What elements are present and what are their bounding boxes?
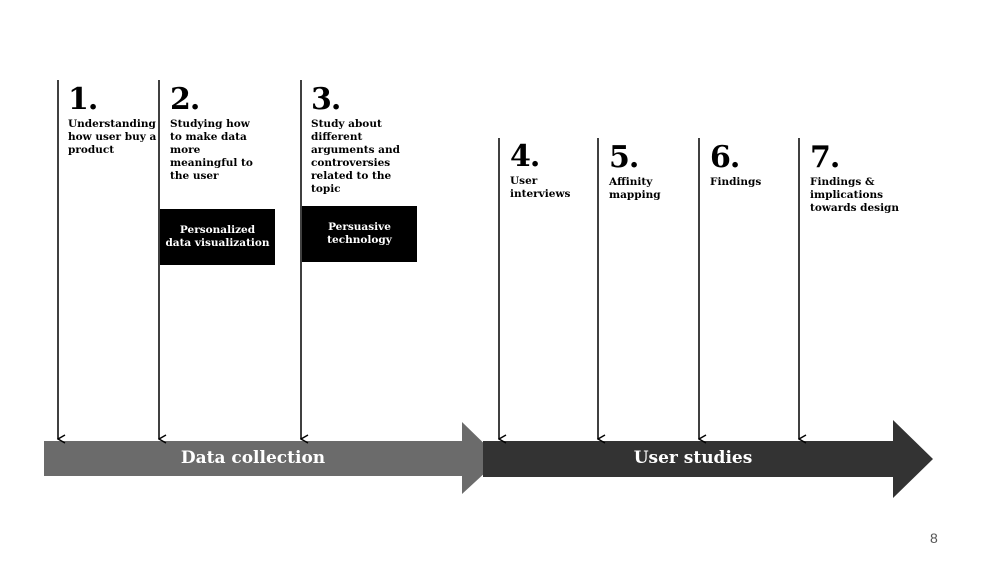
step-number: 2.	[170, 82, 200, 117]
phase-arrow-user-studies	[483, 420, 933, 498]
step-number: 5.	[609, 140, 639, 175]
step-description: Studying how to make data more meaningfu…	[170, 118, 253, 182]
step-number: 6.	[710, 140, 740, 175]
phase-arrow-data-collection	[44, 422, 500, 494]
step-description: Findings	[710, 176, 762, 188]
step-6: 6. Findings	[710, 142, 761, 189]
step-description: User interviews	[510, 175, 571, 200]
step-number: 3.	[311, 82, 341, 117]
topic-box-persuasive-technology: Persuasive technology	[302, 206, 417, 262]
step-number: 1.	[68, 82, 98, 117]
step-1: 1. Understanding how user buy a product	[68, 84, 156, 157]
phase-label-data-collection: Data collection	[180, 448, 326, 468]
step-description: Findings & implications towards design	[810, 176, 900, 214]
phase-label-user-studies: User studies	[633, 448, 753, 468]
topic-box-label: Persuasive technology	[327, 221, 392, 246]
step-description: Study about different arguments and cont…	[311, 118, 400, 195]
step-5: 5. Affinity mapping	[609, 142, 661, 202]
step-2: 2. Studying how to make data more meanin…	[170, 84, 253, 183]
step-3: 3. Study about different arguments and c…	[311, 84, 400, 196]
page-number: 8	[930, 530, 938, 546]
step-7: 7. Findings & implications towards desig…	[810, 142, 899, 215]
step-number: 7.	[810, 140, 840, 175]
topic-box-personalized-data-visualization: Personalized data visualization	[160, 209, 275, 265]
step-number: 4.	[510, 139, 540, 174]
step-description: Understanding how user buy a product	[68, 118, 157, 156]
step-4: 4. User interviews	[510, 141, 570, 201]
step-description: Affinity mapping	[609, 176, 661, 201]
